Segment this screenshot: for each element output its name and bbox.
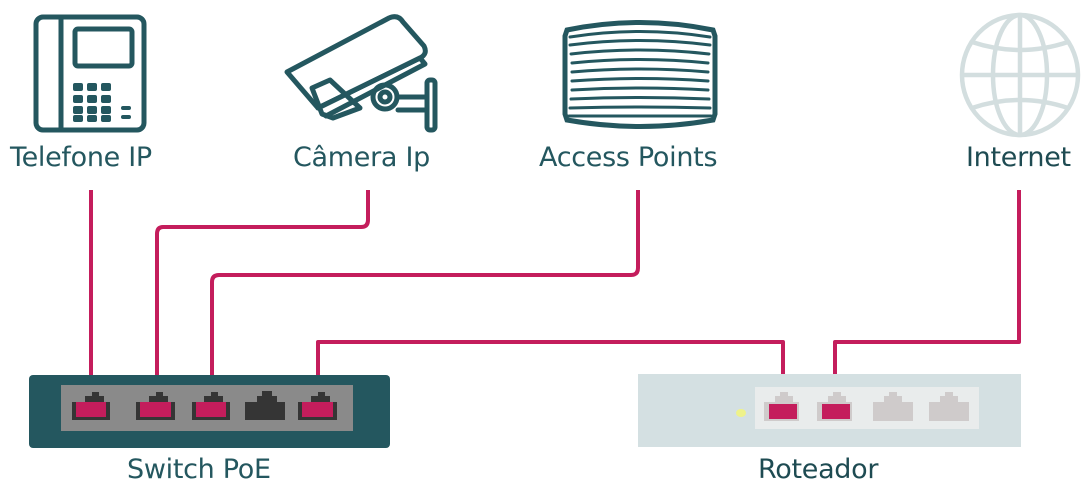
access-point-icon <box>562 20 718 129</box>
router-status-led <box>736 409 746 417</box>
switch-port-1[interactable] <box>72 392 110 420</box>
label-roteador: Roteador <box>758 454 879 485</box>
globe-icon <box>959 12 1081 138</box>
router-port-1[interactable] <box>764 392 799 421</box>
label-access-points: Access Points <box>539 142 718 173</box>
switch-port-2[interactable] <box>136 392 175 420</box>
security-camera-icon <box>284 14 438 133</box>
router-port-3[interactable] <box>873 392 913 421</box>
router <box>638 374 1021 447</box>
cable-ap-to-switch <box>210 190 640 408</box>
router-port-4[interactable] <box>929 392 969 421</box>
label-telefone-ip: Telefone IP <box>10 142 152 173</box>
ip-phone-icon <box>33 14 147 133</box>
switch-port-4[interactable] <box>245 391 285 420</box>
label-switch-poe: Switch PoE <box>127 454 271 485</box>
switch-port-5[interactable] <box>298 392 337 420</box>
switch-port-3[interactable] <box>192 392 230 420</box>
label-camera-ip: Câmera Ip <box>293 142 430 173</box>
cable-camera-to-switch <box>155 190 370 408</box>
router-port-2[interactable] <box>817 392 852 421</box>
label-internet: Internet <box>966 142 1071 173</box>
poe-switch <box>29 375 390 448</box>
